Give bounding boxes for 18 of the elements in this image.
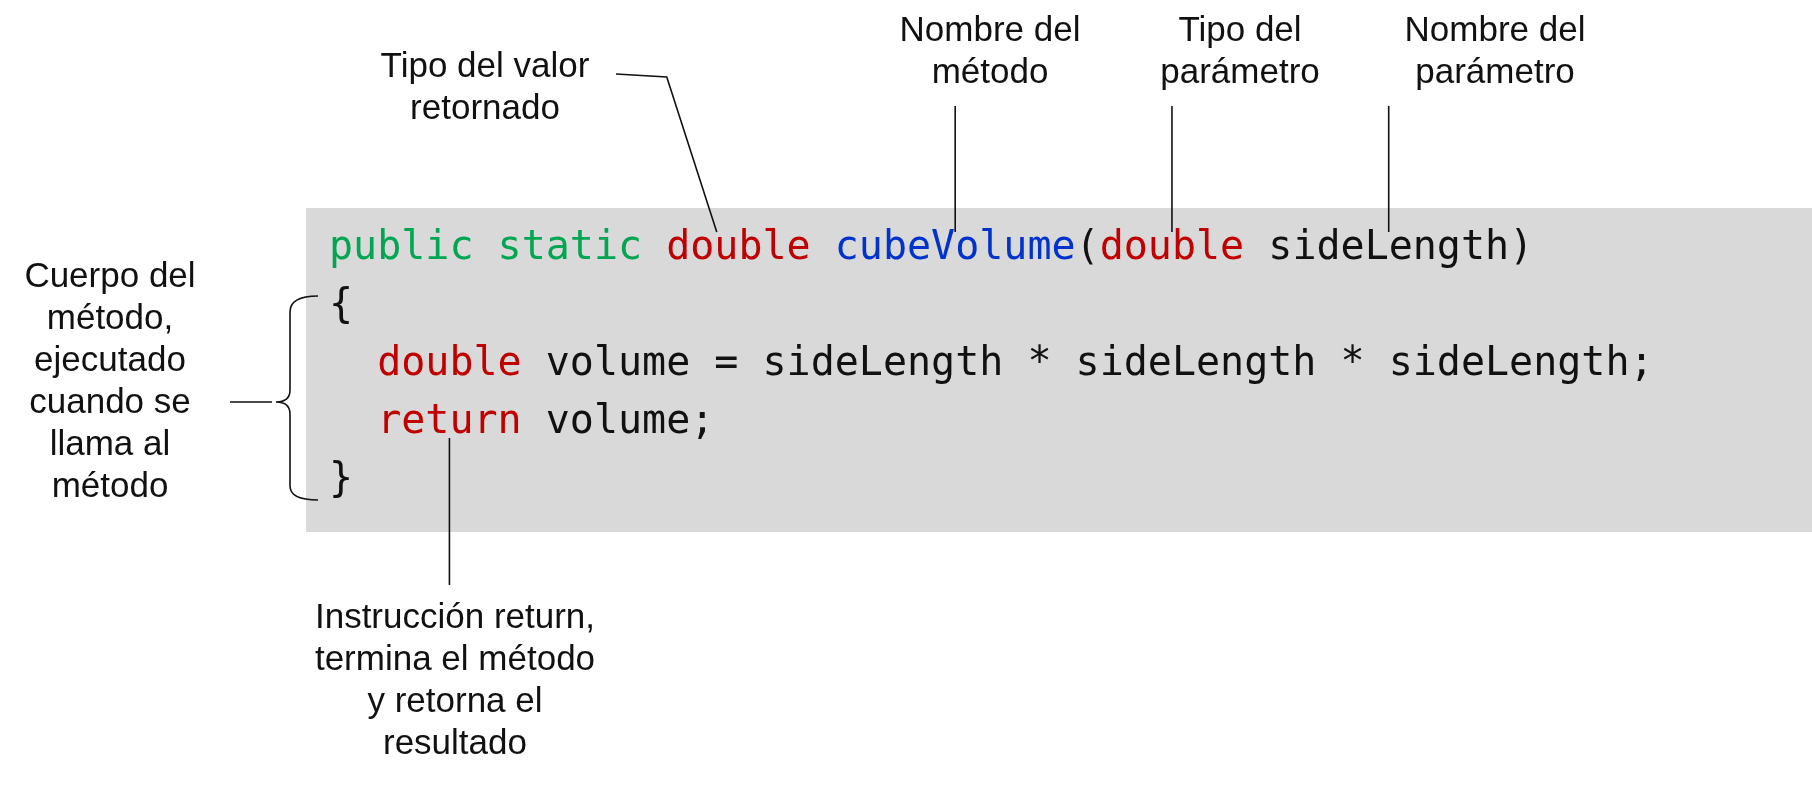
callout-text: Tipo del parámetro: [1120, 8, 1360, 92]
callout-text: Nombre del parámetro: [1370, 8, 1620, 92]
leader-line: [448, 437, 451, 586]
callout-text: Instrucción return, termina el método y retorna el resultado: [310, 595, 600, 763]
leader-line: [229, 401, 273, 403]
code-line: }: [329, 453, 354, 502]
leader-line: [1171, 105, 1173, 233]
callout-text: Tipo del valor retornado: [350, 44, 620, 128]
code-line: return volume;: [376, 395, 715, 444]
code-line: public static double cubeVolume(double sideLength): [329, 221, 1534, 270]
code-block: [306, 208, 1812, 532]
callout-text: Cuerpo del método, ejecutado cuando se llama al método: [0, 254, 220, 506]
leader-line: [1387, 105, 1390, 233]
code-line: {: [329, 279, 354, 328]
leader-line: [954, 105, 956, 233]
code-line: double volume = sideLength * sideLength * sideLength;: [376, 337, 1654, 386]
leader-line: [615, 73, 718, 233]
callout-text: Nombre del método: [870, 8, 1110, 92]
